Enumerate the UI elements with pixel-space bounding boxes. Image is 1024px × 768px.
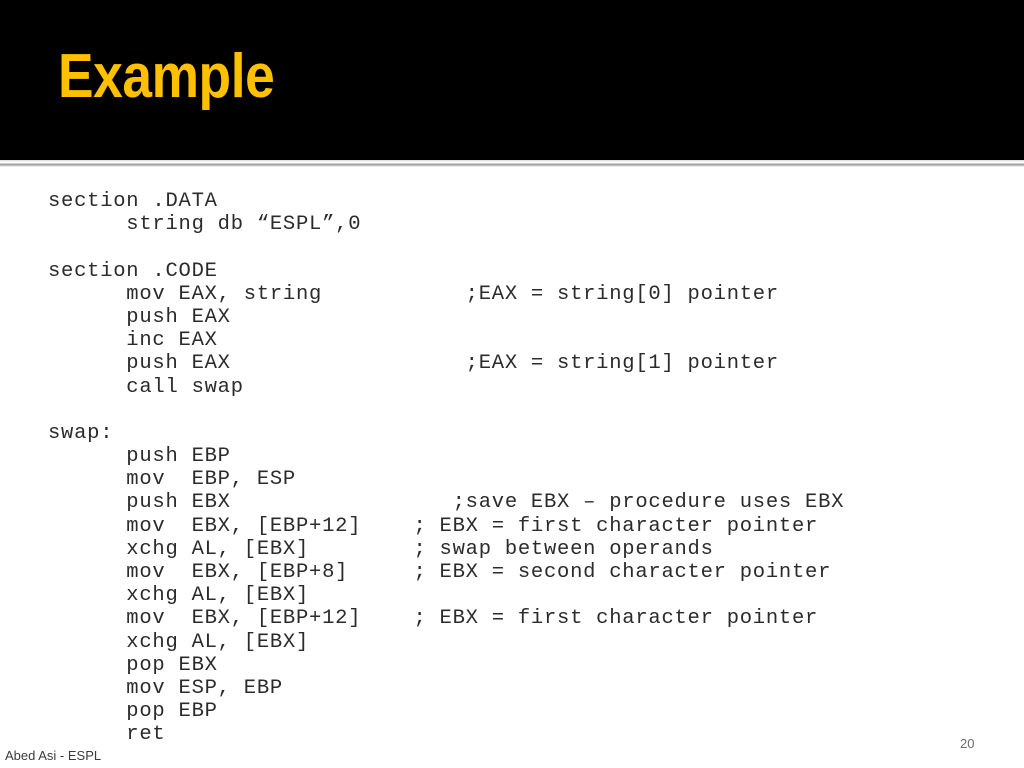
code-line: swap: xyxy=(48,421,114,445)
code-line: xchg AL, [EBX] xyxy=(48,584,310,608)
code-line: push EAX ;EAX = string[1] pointer xyxy=(48,352,779,376)
code-line: push EBP xyxy=(48,445,231,469)
code-line: pop EBX xyxy=(48,653,218,677)
code-line: mov ESP, EBP xyxy=(48,676,283,700)
code-line: xchg AL, [EBX] ; swap between operands xyxy=(48,537,714,561)
slide-header-band xyxy=(0,0,1024,160)
code-line: mov EAX, string ;EAX = string[0] pointer xyxy=(48,282,779,306)
code-line: mov EBX, [EBP+12] ; EBX = first characte… xyxy=(48,607,819,631)
code-line: ret xyxy=(48,723,166,747)
slide-page-number: 20 xyxy=(960,736,975,751)
code-line: mov EBX, [EBP+12] ; EBX = first characte… xyxy=(48,514,819,538)
code-listing: section .DATA string db “ESPL”,0 section… xyxy=(48,190,1008,747)
code-line: call swap xyxy=(48,375,244,399)
code-line: push EAX xyxy=(48,305,231,329)
code-line: mov EBX, [EBP+8] ; EBX = second characte… xyxy=(48,561,832,584)
code-line: xchg AL, [EBX] xyxy=(48,630,310,654)
code-line: push EBX ;save EBX – procedure uses EBX xyxy=(48,491,845,515)
code-line: section .CODE xyxy=(48,259,218,283)
code-line: inc EAX xyxy=(48,329,218,353)
code-line: section .DATA xyxy=(48,190,218,213)
header-divider-rule xyxy=(0,160,1024,167)
code-line-blank xyxy=(48,399,1008,422)
page-title: Example xyxy=(58,42,275,111)
code-line: mov EBP, ESP xyxy=(48,468,296,492)
footer-author-label: Abed Asi - ESPL xyxy=(5,748,102,763)
code-line: pop EBP xyxy=(48,700,218,724)
code-line: string db “ESPL”,0 xyxy=(48,213,362,237)
code-line-blank xyxy=(48,236,1008,259)
